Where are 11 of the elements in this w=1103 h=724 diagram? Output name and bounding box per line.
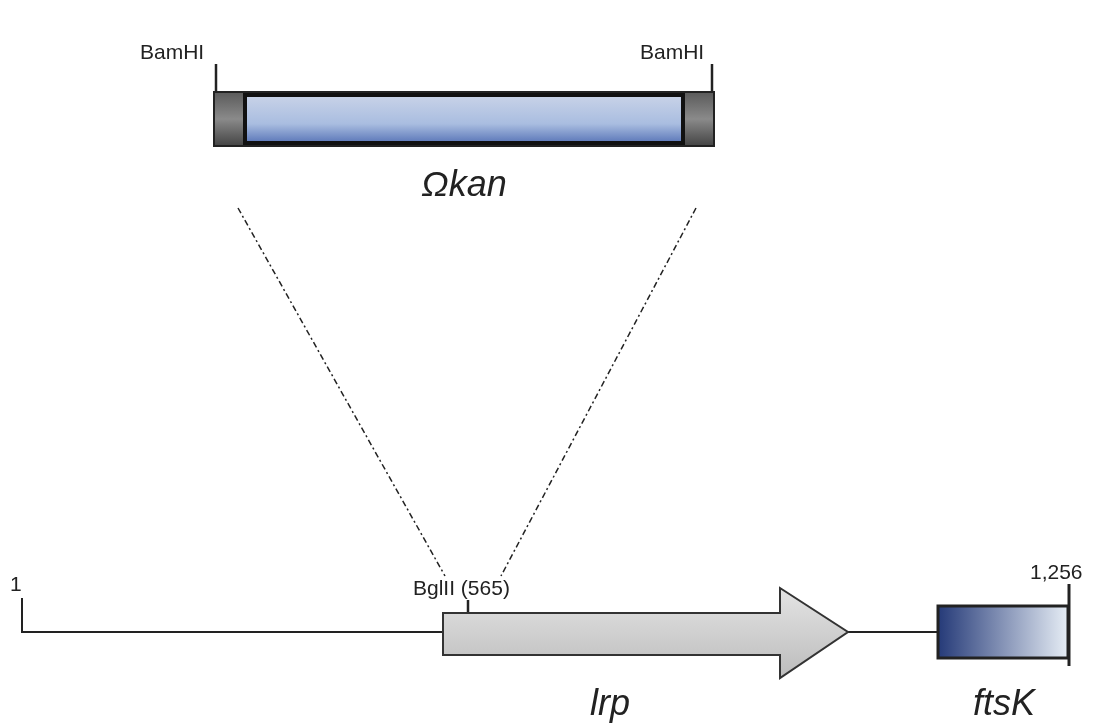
gene-label: lrp bbox=[589, 683, 631, 723]
site-label: BglII (565) bbox=[413, 576, 510, 600]
gene-label: ftsK bbox=[972, 683, 1037, 723]
backbone-line bbox=[847, 631, 939, 633]
position-label: 1,256 bbox=[1030, 560, 1083, 584]
site-label: BamHI bbox=[140, 40, 205, 64]
position-label: 1 bbox=[10, 572, 22, 596]
dashed-line bbox=[500, 207, 697, 577]
cassette-label: Ωkan bbox=[420, 164, 508, 204]
site-label: BamHI bbox=[640, 40, 705, 64]
dashed-line bbox=[237, 207, 446, 577]
